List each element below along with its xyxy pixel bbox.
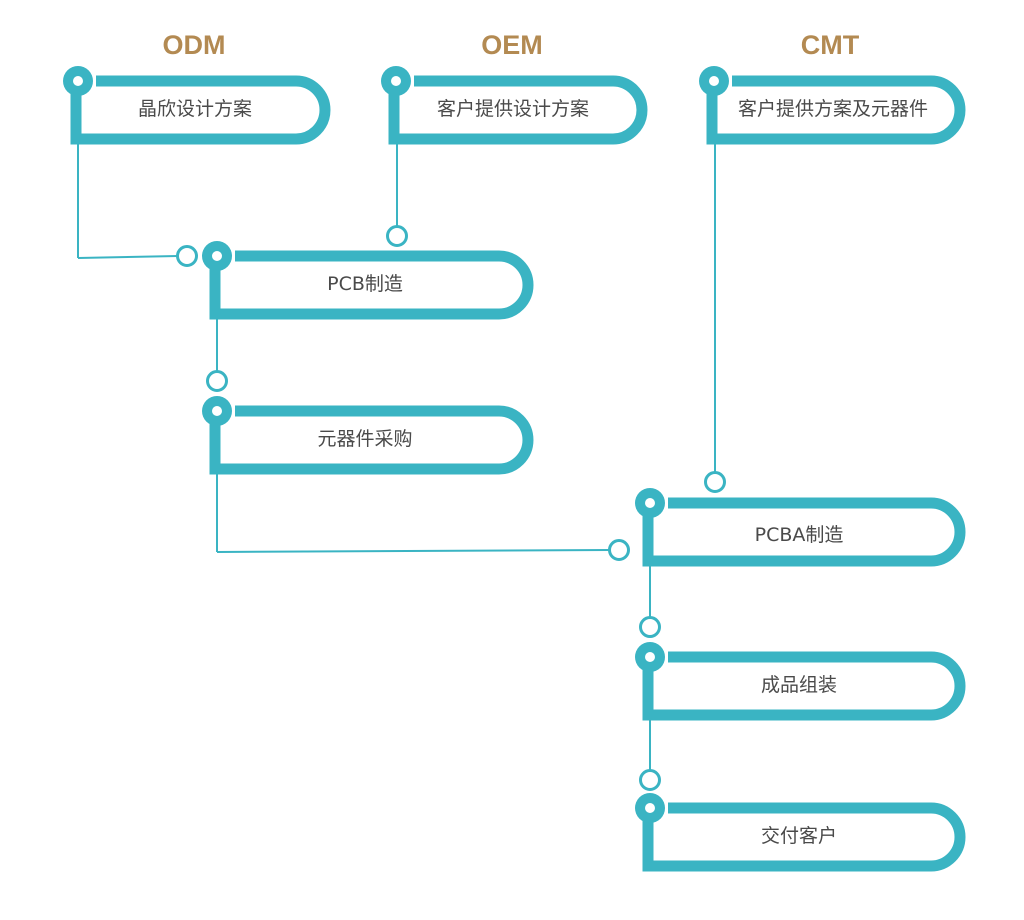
box-delivery-knob-dot (645, 803, 655, 813)
box-odm-design-outline (76, 75, 331, 145)
box-pcba-knob-dot (645, 498, 655, 508)
box-cmt-supply-outline (712, 75, 966, 145)
box-label-odm-design: 晶欣设计方案 (137, 98, 252, 120)
box-delivery-outline (648, 802, 966, 872)
box-label-pcb: PCB制造 (327, 273, 403, 295)
box-pcba-outline (648, 497, 966, 567)
ring-pcb-input-oem (386, 225, 408, 247)
heading-odm: ODM (162, 30, 226, 60)
box-odm-design-knob-dot (73, 76, 83, 86)
box-cmt-supply-knob-dot (709, 76, 719, 86)
box-label-cmt-supply: 客户提供方案及元器件 (737, 98, 928, 120)
heading-cmt: CMT (800, 30, 860, 60)
box-oem-design-outline (394, 75, 648, 145)
ring-assembly-input (639, 616, 661, 638)
box-oem-design-knob-dot (391, 76, 401, 86)
box-label-delivery: 交付客户 (760, 825, 837, 847)
box-assembly-knob-dot (645, 652, 655, 662)
box-label-components: 元器件采购 (317, 428, 413, 450)
box-label-oem-design: 客户提供设计方案 (436, 98, 589, 120)
heading-oem: OEM (481, 30, 543, 60)
box-components-outline (215, 405, 534, 475)
ring-delivery-input (639, 769, 661, 791)
ring-pcba-input-cmt (704, 471, 726, 493)
box-assembly-outline (648, 651, 966, 721)
box-label-pcba: PCBA制造 (754, 524, 844, 546)
box-pcb-knob-dot (212, 251, 222, 261)
box-components-knob-dot (212, 406, 222, 416)
ring-components-input (206, 370, 228, 392)
ring-pcba-input-components (608, 539, 630, 561)
box-pcb-outline (215, 250, 534, 320)
connector-odm-to-pcb (77, 255, 179, 259)
connector-components-to-pcba (216, 549, 611, 553)
ring-pcb-input-odm (176, 245, 198, 267)
box-label-assembly: 成品组装 (760, 674, 837, 696)
